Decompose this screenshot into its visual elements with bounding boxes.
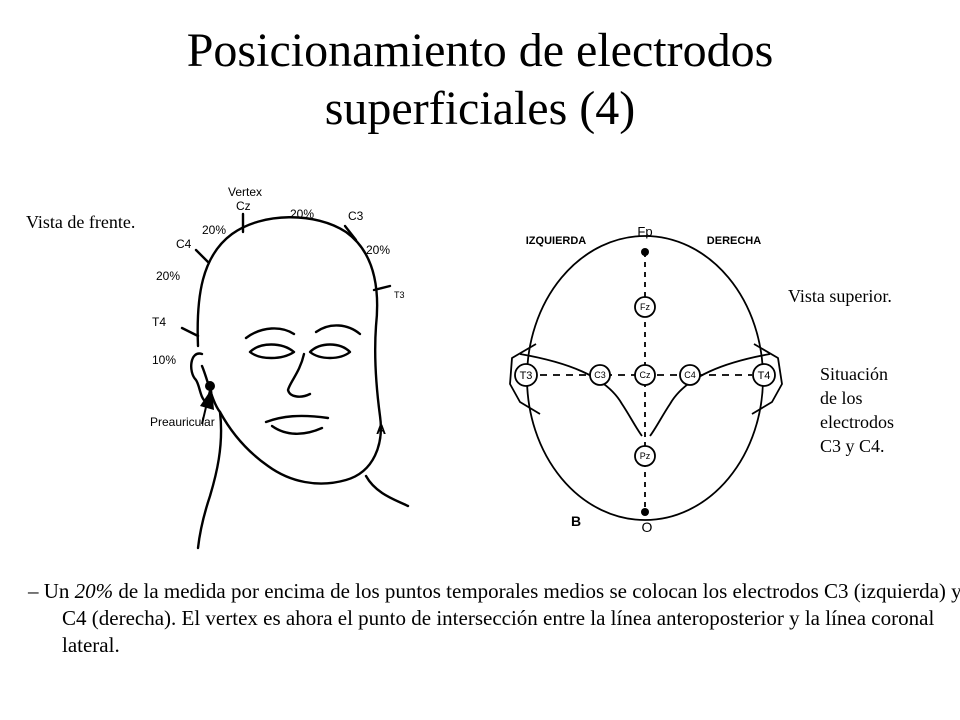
c4-label: C4 — [684, 370, 696, 380]
situation-line-1: Situación — [820, 364, 888, 384]
preauricular-point — [205, 381, 215, 391]
t4-label: T4 — [152, 315, 166, 329]
preauricular-label: Preauricular — [150, 415, 215, 429]
cz-label: Cz — [236, 199, 251, 213]
situation-caption: Situación de los electrodos C3 y C4. — [820, 362, 894, 458]
top-view-caption: Vista superior. — [788, 286, 892, 306]
vertex-label: Vertex — [228, 185, 262, 199]
left-eye — [248, 343, 296, 360]
coronal-arc-left — [519, 353, 643, 437]
c4-electrode — [679, 364, 701, 386]
top-view-figure: IZQUIERDA DERECHA Fp Fz C3 Cz C4 Pz T3 T… — [509, 224, 783, 535]
pct-t4-c4-label: 20% — [156, 269, 180, 283]
o-label: O — [642, 519, 653, 535]
panel-a-label: A — [376, 421, 386, 437]
body-rest: de la medida por encima de los puntos te… — [62, 579, 960, 657]
front-view-caption: Vista de frente. — [26, 212, 136, 232]
head-outline — [196, 216, 382, 485]
left-label: IZQUIERDA — [526, 235, 587, 247]
neck-left — [196, 410, 223, 550]
ear — [190, 352, 208, 404]
c3-electrode — [589, 364, 611, 386]
c3-label: C3 — [348, 209, 364, 223]
c4-label: C4 — [176, 237, 192, 251]
body-paragraph: – Un 20% de la medida por encima de los … — [28, 578, 960, 659]
right-eyebrow — [314, 324, 362, 336]
situation-line-3: electrodos — [820, 412, 894, 432]
body-prefix: – Un — [28, 579, 75, 603]
pct-c4-cz-label: 20% — [202, 223, 226, 237]
left-eyebrow — [244, 327, 296, 340]
body-percent: 20% — [74, 579, 114, 603]
mouth-lower — [270, 424, 324, 435]
fp-label: Fp — [637, 224, 652, 239]
cz-electrode — [634, 364, 656, 386]
pz-electrode — [634, 445, 656, 467]
t3-label: T3 — [520, 370, 533, 382]
cz-label: Cz — [640, 370, 651, 380]
title-line-1: Posicionamiento de electrodos — [186, 24, 774, 77]
right-eye — [308, 343, 352, 360]
o-point — [641, 508, 649, 516]
t3-electrode — [514, 363, 538, 387]
neck-right — [364, 474, 410, 508]
coronal-arc-right — [649, 353, 771, 437]
right-ear — [751, 343, 783, 415]
right-label: DERECHA — [707, 235, 761, 247]
pct-pre-t4-label: 10% — [152, 353, 176, 367]
nose — [286, 352, 312, 398]
c3-label: C3 — [594, 370, 606, 380]
left-ear — [509, 343, 541, 415]
pct-cz-c3-label: 20% — [290, 207, 314, 221]
title-line-2: superficiales (4) — [324, 82, 636, 135]
t4-electrode — [752, 363, 776, 387]
pz-label: Pz — [640, 451, 651, 461]
t4-label: T4 — [758, 370, 771, 382]
slide-title: Posicionamiento de electrodos superficia… — [0, 22, 960, 138]
pct-c3-t3-label: 20% — [366, 243, 390, 257]
fz-electrode — [634, 296, 656, 318]
fp-point — [641, 248, 649, 256]
panel-b-label: B — [571, 513, 581, 529]
situation-line-2: de los — [820, 388, 863, 408]
front-view-figure: Vertex Cz 20% C3 20% C4 20% 20% T3 T4 10… — [150, 185, 410, 550]
mouth — [264, 414, 330, 424]
fz-label: Fz — [640, 302, 650, 312]
t3-label: T3 — [394, 290, 405, 300]
situation-line-4: C3 y C4. — [820, 436, 885, 456]
